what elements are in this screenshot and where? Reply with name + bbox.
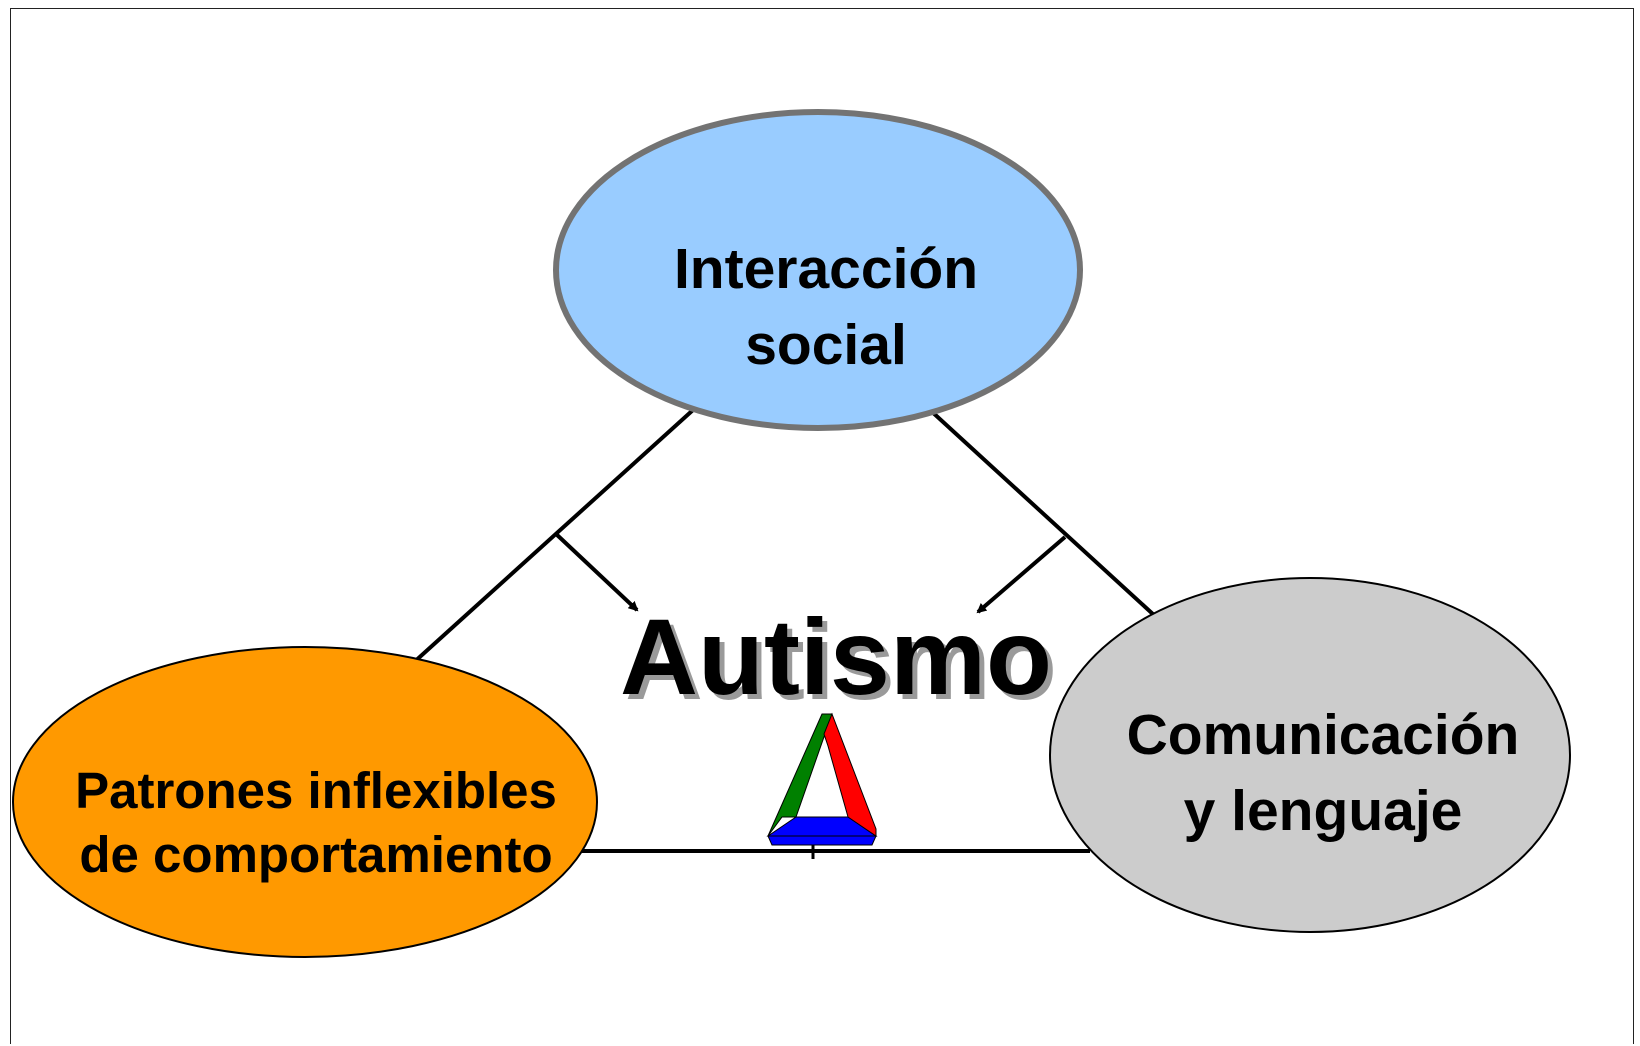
penrose-triangle-red-side: [823, 712, 877, 837]
node-social-interaction-line1: Interacción: [674, 237, 978, 301]
center-title-group: Autismo Autismo: [620, 596, 1057, 722]
node-communication-language-shape: [1049, 577, 1571, 933]
penrose-triangle-blue-side: [767, 835, 877, 846]
node-social-interaction: Interacción social: [553, 109, 1083, 431]
center-title: Autismo: [620, 596, 1052, 717]
connector-top-right: [928, 408, 1157, 618]
node-communication-language: Comunicación y lenguaje: [1049, 577, 1571, 933]
node-communication-language-line2: y lenguaje: [1184, 779, 1463, 843]
penrose-triangle-green-side: [767, 713, 833, 837]
node-social-interaction-line2: social: [745, 313, 907, 377]
node-inflexible-patterns: Patrones inflexibles de comportamiento: [12, 646, 598, 958]
node-inflexible-patterns-line2: de comportamiento: [79, 826, 552, 883]
connector-top-left: [410, 408, 695, 666]
node-communication-language-line1: Comunicación: [1127, 703, 1520, 767]
arrow-right-to-center: [976, 535, 1067, 614]
penrose-triangle-icon: [766, 712, 878, 846]
node-inflexible-patterns-shape: [12, 646, 598, 958]
arrow-left-to-center: [553, 531, 639, 612]
node-inflexible-patterns-line1: Patrones inflexibles: [75, 762, 557, 819]
center-title-shadow: Autismo: [625, 601, 1057, 722]
node-social-interaction-shape: [553, 109, 1083, 431]
